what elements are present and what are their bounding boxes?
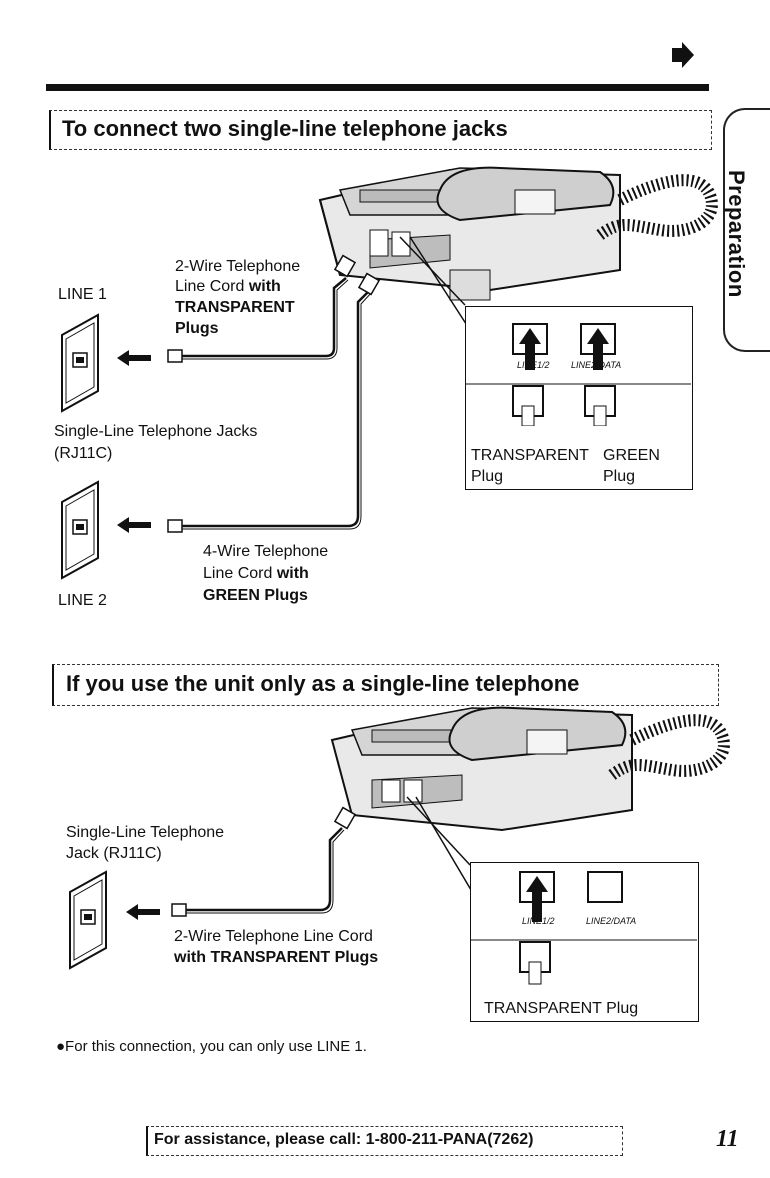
cord1-label-line2a: Line Cord (175, 278, 249, 295)
section-tab (723, 108, 770, 352)
jacks-label-line1: Single-Line Telephone Jacks (54, 423, 258, 440)
cord1-label-line4: Plugs (175, 320, 219, 337)
continue-arrow-icon (672, 42, 694, 68)
cord1-label-line3: TRANSPARENT (175, 299, 295, 316)
cord1-label-line2: Line Cord with (175, 276, 281, 297)
inset2-plug-label: TRANSPARENT Plug (484, 1000, 639, 1017)
port-inset-2-drawing (470, 871, 697, 985)
section2-heading-box (52, 664, 719, 706)
cord-path-section2 (171, 806, 357, 917)
jacks-label-line2: (RJ11C) (54, 445, 113, 462)
section2-note: ●For this connection, you can only use L… (56, 1038, 367, 1055)
inset1-plug-right-2: Plug (603, 468, 636, 485)
section2-heading: If you use the unit only as a single-lin… (66, 671, 580, 696)
section2-jack-label-line1: Single-Line Telephone (66, 824, 225, 841)
section2-cord-label-line2: with TRANSPARENT Plugs (174, 949, 379, 966)
inset1-plug-right-1: GREEN (603, 447, 660, 464)
cord1-label-line2b: with (248, 278, 281, 295)
insert-arrow-icon (117, 517, 151, 533)
cord2-label-line2: Line Cord with (203, 563, 309, 584)
inset1-jack-left-label: LINE1/2 (517, 360, 550, 370)
cord2-label-line3: GREEN Plugs (203, 587, 308, 604)
section1-heading: To connect two single-line telephone jac… (62, 116, 508, 141)
section1-heading-box (49, 110, 712, 150)
line2-label: LINE 2 (58, 592, 107, 609)
telephone-illustration-1 (318, 166, 718, 301)
inset2-jack-right-label: LINE2/DATA (586, 916, 637, 926)
section2-cord-label-line1: 2-Wire Telephone Line Cord (174, 928, 373, 945)
zoom-lines-2 (406, 796, 475, 896)
footer-text: For assistance, please call: 1-800-211-P… (154, 1131, 534, 1148)
insert-arrow-icon (126, 904, 160, 920)
inset1-plug-left-2: Plug (471, 468, 504, 485)
cord2-label-line2b: with (276, 565, 309, 582)
cord2-label-line1: 4-Wire Telephone (203, 543, 329, 560)
section2-jack-label-line2: Jack (RJ11C) (66, 845, 162, 862)
cord1-label-line1: 2-Wire Telephone (175, 258, 301, 275)
cord2-label-line2a: Line Cord (203, 565, 277, 582)
cord-paths-section1 (167, 254, 381, 533)
telephone-illustration-2 (330, 706, 730, 832)
wall-jack-line2-icon (61, 480, 99, 580)
page-number: 11 (716, 1126, 739, 1152)
line1-label: LINE 1 (58, 286, 107, 303)
inset2-jack-left-label: LINE1/2 (522, 916, 555, 926)
inset1-plug-left-1: TRANSPARENT (471, 447, 589, 464)
wall-jack-line1-icon (61, 313, 99, 413)
section-tab-label-wrap: Preparation (724, 170, 749, 310)
wall-jack-section2-icon (69, 870, 107, 970)
port-inset-1 (465, 306, 693, 490)
zoom-lines-1 (399, 236, 471, 331)
insert-arrow-icon (117, 350, 151, 366)
top-rule (46, 84, 709, 91)
port-inset-2 (470, 862, 699, 1022)
port-inset-1-drawing (465, 323, 691, 426)
inset1-jack-right-label: LINE2/DATA (571, 360, 622, 370)
footer-box (146, 1126, 623, 1156)
